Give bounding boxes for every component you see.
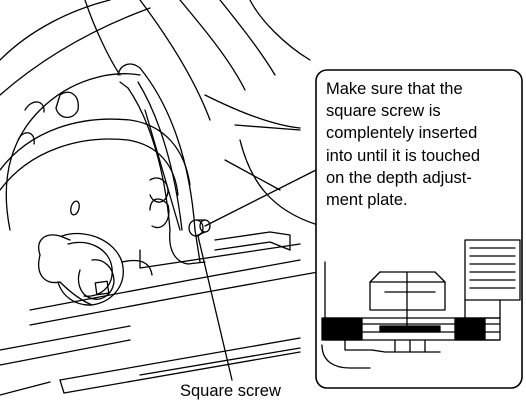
square-screw — [188, 219, 211, 237]
callout-box — [315, 69, 523, 389]
depth-gauge-arc — [117, 63, 206, 265]
square-screw-label: Square screw — [180, 382, 281, 400]
saw-blade — [0, 118, 191, 229]
base-plate — [0, 139, 319, 396]
inset-detail — [321, 239, 521, 369]
callout-text: Make sure that the square screw is compl… — [326, 80, 481, 210]
blade-guard — [0, 0, 311, 231]
leader-line-callout — [204, 167, 321, 227]
spindle-bolt — [38, 232, 153, 306]
leader-line-screw — [197, 235, 233, 381]
